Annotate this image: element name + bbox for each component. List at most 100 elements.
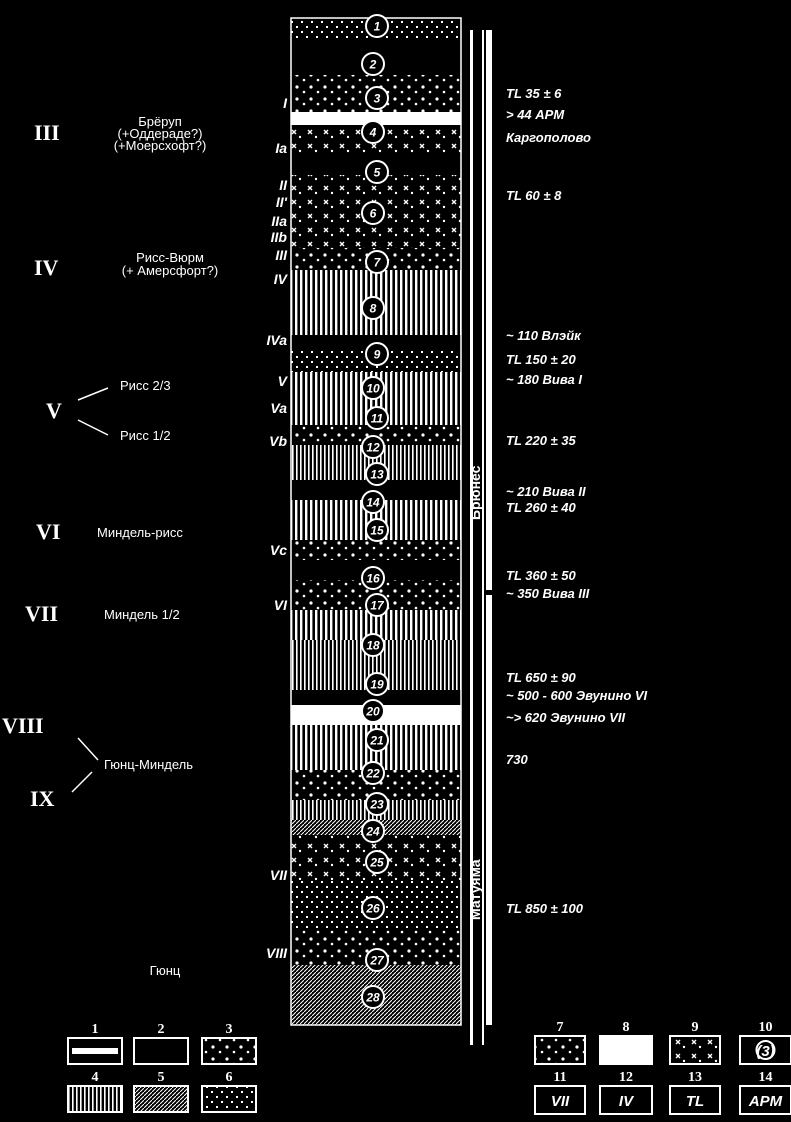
layer-number: 6 — [370, 207, 377, 221]
layer-number: 27 — [369, 954, 385, 968]
date-annotation: TL 360 ± 50 — [506, 568, 577, 583]
stage-text: (+Моерсхофт?) — [114, 138, 207, 153]
legend-number: 2 — [158, 1022, 165, 1037]
legend-swatch: (3) — [740, 1036, 791, 1064]
date-annotation: ~ 180 Вива I — [506, 372, 582, 387]
horizon-label: IV — [274, 271, 289, 287]
horizon-label: VIII — [266, 945, 288, 961]
dating-annotations: TL 35 ± 6 > 44 АРМ Каргополово TL 60 ± 8 ~ 1… — [506, 86, 648, 916]
horizon-label: Vc — [270, 542, 287, 558]
legend-number: 13 — [688, 1070, 702, 1085]
date-annotation: ~> 620 Эвунино VII — [506, 710, 626, 725]
stage-roman: VI — [36, 519, 60, 544]
layer-number: 20 — [365, 705, 380, 719]
layer-number: 2 — [369, 58, 377, 72]
legend: 12345678910(3)11VII12IV13TL14АРМ — [68, 1020, 791, 1114]
horizon-label: Vb — [269, 433, 287, 449]
layer-number: 10 — [366, 382, 380, 396]
horizon-label: II — [279, 177, 288, 193]
horizon-label: Va — [270, 400, 287, 416]
legend-number: 11 — [553, 1070, 566, 1085]
legend-box-text: (3) — [756, 1043, 774, 1060]
legend-swatch — [535, 1036, 585, 1064]
legend-box — [202, 1086, 256, 1112]
date-annotation: Каргополово — [506, 130, 591, 145]
legend-swatch: АРМ — [740, 1086, 791, 1114]
date-annotation: ~ 500 - 600 Эвунино VI — [506, 688, 648, 703]
legend-swatch — [68, 1086, 122, 1112]
legend-swatch: VII — [535, 1086, 585, 1114]
date-annotation: TL 850 ± 100 — [506, 901, 584, 916]
legend-box-text: IV — [619, 1093, 635, 1110]
stage-roman: IV — [34, 255, 59, 280]
horizon-label: II' — [276, 194, 288, 210]
legend-swatch: TL — [670, 1086, 720, 1114]
legend-box — [134, 1086, 188, 1112]
legend-swatch — [600, 1036, 652, 1064]
layer-number: 28 — [365, 991, 380, 1005]
legend-box — [202, 1038, 256, 1064]
legend-number: 8 — [623, 1020, 630, 1035]
layer-number: 22 — [365, 767, 380, 781]
epoch-label-brunhes: Брюнес — [467, 465, 483, 520]
stage-text: Рисс 2/3 — [120, 378, 171, 393]
layer-number: 3 — [374, 92, 381, 106]
layer-number: 5 — [374, 166, 381, 180]
date-annotation: TL 220 ± 35 — [506, 433, 577, 448]
date-annotation: TL 35 ± 6 — [506, 86, 562, 101]
layer-number: 17 — [370, 599, 385, 613]
stage-roman: III — [34, 120, 60, 145]
horizon-label: V — [278, 373, 289, 389]
layer-number: 23 — [369, 798, 384, 812]
stage-labels: IIIБрёруп(+Оддераде?)(+Моерсхофт?)IVРисс… — [2, 114, 218, 978]
legend-swatch — [202, 1038, 256, 1064]
legend-number: 14 — [759, 1070, 773, 1085]
layer-number: 11 — [371, 412, 384, 426]
legend-number: 10 — [759, 1020, 773, 1035]
legend-number: 6 — [226, 1070, 233, 1085]
date-annotation: ~ 210 Вива II — [506, 484, 586, 499]
layer-number: 19 — [370, 678, 384, 692]
magnetic-epoch-bars: БрюнесМатуяма — [467, 30, 492, 1045]
horizon-label: IVa — [267, 332, 288, 348]
stage-text: Миндель 1/2 — [104, 607, 180, 622]
epoch-label-matuyama: Матуяма — [467, 859, 483, 920]
date-annotation: TL 260 ± 40 — [506, 500, 577, 515]
stage-roman: IX — [30, 786, 55, 811]
legend-number: 5 — [158, 1070, 165, 1085]
stage-connector — [72, 772, 92, 792]
bottom-label: Гюнц — [150, 963, 181, 978]
horizon-label: Ia — [275, 140, 287, 156]
date-annotation: > 44 АРМ — [506, 107, 565, 122]
layer-number: 4 — [369, 126, 377, 140]
legend-number: 1 — [92, 1022, 99, 1037]
date-annotation: ~ 350 Вива III — [506, 586, 590, 601]
stage-roman: VII — [25, 601, 58, 626]
legend-number: 7 — [557, 1020, 564, 1035]
date-annotation: TL 60 ± 8 — [506, 188, 562, 203]
legend-number: 3 — [226, 1022, 233, 1037]
legend-swatch — [134, 1038, 188, 1064]
legend-box-text: АРМ — [748, 1093, 783, 1110]
legend-swatch — [202, 1086, 256, 1112]
column-band — [291, 540, 461, 560]
legend-number: 4 — [92, 1070, 99, 1085]
layer-number: 18 — [366, 639, 380, 653]
layer-number: 25 — [369, 856, 384, 870]
date-annotation: ~ 110 Влэйк — [506, 328, 582, 343]
legend-box — [600, 1036, 652, 1064]
legend-box — [535, 1036, 585, 1064]
layer-number: 13 — [370, 468, 384, 482]
legend-swatch: IV — [600, 1086, 652, 1114]
legend-soil-band — [72, 1048, 118, 1054]
legend-box — [670, 1036, 720, 1064]
date-annotation: TL 150 ± 20 — [506, 352, 577, 367]
stage-connector — [78, 738, 98, 760]
layer-number: 8 — [370, 302, 377, 316]
layer-number: 9 — [374, 348, 381, 362]
legend-swatch — [68, 1038, 122, 1064]
layer-number: 24 — [365, 825, 380, 839]
layer-number: 14 — [366, 496, 380, 510]
